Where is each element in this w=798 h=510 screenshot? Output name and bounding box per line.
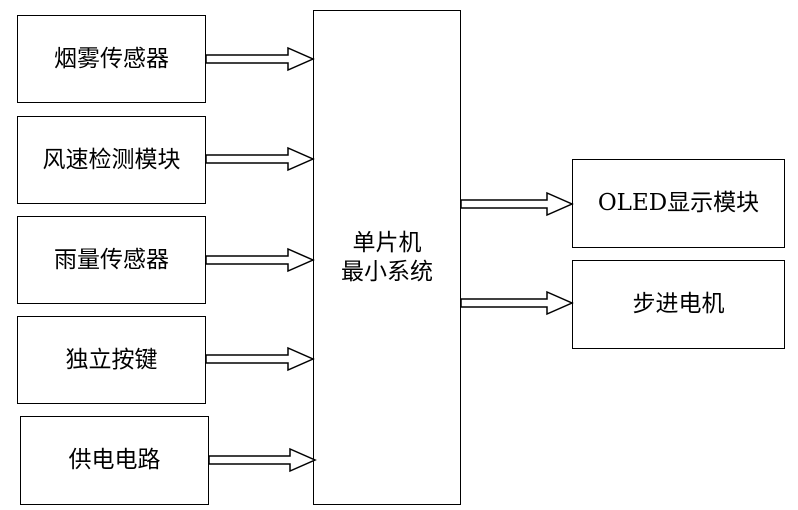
arrow-mcu-to-motor (460, 290, 574, 316)
arrow-key-to-mcu (205, 346, 315, 372)
wind-speed-block: 风速检测模块 (17, 116, 206, 204)
oled-display-block: OLED显示模块 (572, 159, 785, 248)
arrow-power-to-mcu (208, 447, 317, 473)
arrow-rain-to-mcu (205, 247, 315, 273)
arrow-mcu-to-oled (460, 191, 574, 217)
mcu-label: 单片机 最小系统 (341, 229, 433, 287)
independent-key-block: 独立按键 (17, 316, 206, 404)
wind-speed-label: 风速检测模块 (42, 146, 181, 173)
rain-sensor-label: 雨量传感器 (54, 246, 169, 273)
mcu-minimum-system-block: 单片机 最小系统 (313, 10, 461, 505)
power-circuit-label: 供电电路 (68, 447, 161, 474)
mcu-label-line1: 单片机 (352, 229, 422, 256)
rain-sensor-block: 雨量传感器 (17, 216, 206, 304)
stepper-motor-block: 步进电机 (572, 260, 785, 349)
smoke-sensor-block: 烟雾传感器 (17, 15, 206, 103)
power-circuit-block: 供电电路 (20, 416, 209, 505)
arrow-smoke-to-mcu (205, 46, 315, 72)
stepper-motor-label: 步进电机 (632, 291, 725, 318)
mcu-label-line2: 最小系统 (341, 258, 433, 285)
smoke-sensor-label: 烟雾传感器 (54, 45, 169, 72)
independent-key-label: 独立按键 (65, 346, 158, 373)
oled-display-label: OLED显示模块 (597, 190, 760, 217)
arrow-wind-to-mcu (205, 146, 315, 172)
